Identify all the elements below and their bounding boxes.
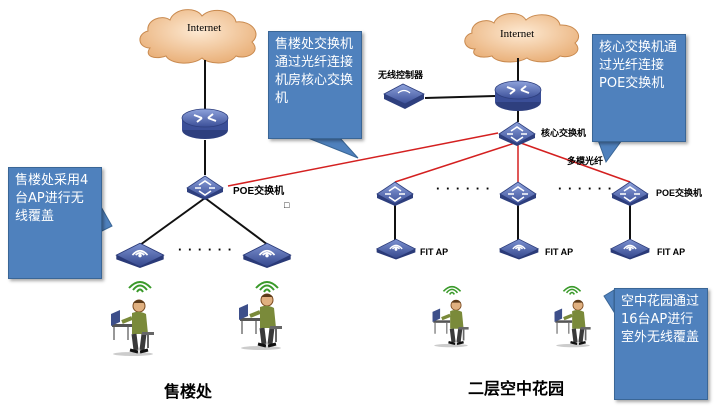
callout-tail-sales-core bbox=[307, 137, 359, 159]
multimode-fiber-label: 多模光纤 bbox=[567, 156, 604, 166]
fit-ap-2-icon bbox=[498, 238, 540, 260]
fiber-core-poe-1 bbox=[394, 141, 519, 183]
core-switch-label: 核心交换机 bbox=[541, 128, 587, 138]
fit-ap-3-icon bbox=[609, 238, 651, 260]
signal-garden-2-icon bbox=[562, 285, 582, 296]
poe-switch-garden-label: POE交换机 bbox=[656, 188, 703, 198]
router-right-icon bbox=[494, 80, 542, 112]
poe-switch-garden-1-icon bbox=[376, 181, 414, 206]
sales-ap-1-icon bbox=[115, 242, 165, 268]
fiber-core-poe-3 bbox=[517, 141, 631, 183]
area-label-sales: 售楼处 bbox=[164, 384, 213, 401]
callout-sales-core: 售楼处交换机通过光纤连接机房核心交换机 bbox=[268, 31, 362, 139]
user-garden-2-icon bbox=[555, 300, 591, 347]
poe-switch-garden-2-icon bbox=[499, 181, 537, 206]
user-garden-1-icon bbox=[433, 300, 469, 347]
fit-ap-label-3: FIT AP bbox=[657, 247, 686, 257]
internet-cloud-left bbox=[139, 9, 257, 64]
wireless-controller-icon bbox=[383, 83, 425, 109]
callout-garden-ap: 空中花园通过16台AP进行室外无线覆盖 bbox=[614, 288, 708, 400]
user-sales-2-icon bbox=[239, 294, 282, 350]
fiber-core-sales bbox=[227, 132, 499, 187]
sales-ap-ellipsis: · · · · · · bbox=[178, 242, 234, 257]
callout-core-poe: 核心交换机通过光纤连接POE交换机 bbox=[592, 34, 686, 142]
internet-label-right: Internet bbox=[500, 28, 535, 40]
poe-switch-garden-3-icon bbox=[611, 181, 649, 206]
signal-garden-1-icon bbox=[442, 285, 462, 296]
router-left-icon bbox=[181, 108, 229, 140]
poe-switch-sales-icon bbox=[186, 175, 224, 200]
internet-label-left: Internet bbox=[187, 22, 222, 34]
link-poe-ap2 bbox=[204, 197, 269, 246]
fit-ap-label-2: FIT AP bbox=[545, 247, 574, 257]
links bbox=[139, 58, 631, 246]
callout-sales-ap: 售楼处采用4台AP进行无线覆盖 bbox=[8, 167, 102, 279]
fit-ap-label-1: FIT AP bbox=[420, 247, 449, 257]
link-poe-ap1 bbox=[139, 197, 206, 246]
small-square-marker: □ bbox=[284, 200, 290, 210]
callout-tail-garden-ap bbox=[603, 289, 615, 314]
garden-ellipsis-right: · · · · · · bbox=[558, 181, 614, 196]
area-label-garden: 二层空中花园 bbox=[468, 381, 565, 398]
wireless-controller-label: 无线控制器 bbox=[378, 70, 424, 80]
signal-sales-2-icon bbox=[255, 281, 279, 293]
signal-sales-1-icon bbox=[128, 281, 152, 293]
internet-cloud-right bbox=[464, 13, 580, 63]
poe-switch-sales-label: POE交换机 bbox=[233, 186, 285, 197]
fiber-links bbox=[227, 132, 631, 187]
fit-ap-1-icon bbox=[375, 238, 417, 260]
user-sales-1-icon bbox=[111, 300, 154, 356]
core-switch-icon bbox=[498, 121, 536, 146]
sales-ap-2-icon bbox=[242, 242, 292, 268]
garden-ellipsis-left: · · · · · · bbox=[436, 181, 492, 196]
link-controller-router bbox=[424, 95, 496, 99]
